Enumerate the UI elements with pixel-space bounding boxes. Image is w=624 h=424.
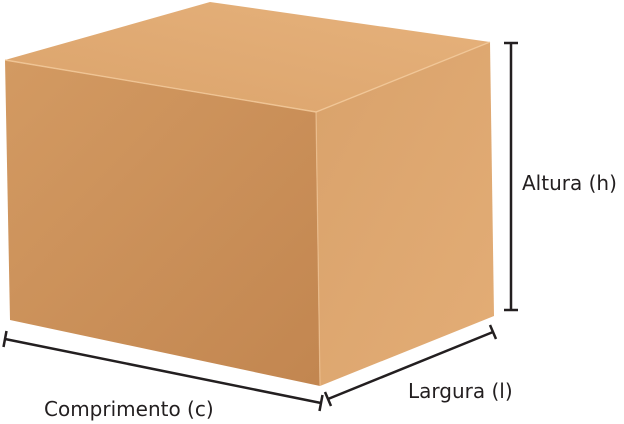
width-dimension-line bbox=[323, 324, 498, 407]
height-label: Altura (h) bbox=[522, 171, 617, 195]
box-vertical-edge-highlight bbox=[315, 111, 321, 387]
box-side-face bbox=[316, 42, 494, 386]
length-dimension-line bbox=[2, 330, 324, 412]
box-top-face bbox=[5, 2, 490, 112]
height-dimension-line bbox=[504, 41, 518, 312]
length-label: Comprimento (c) bbox=[44, 397, 214, 421]
box-front-face bbox=[5, 60, 320, 386]
width-label: Largura (l) bbox=[408, 379, 513, 403]
cardboard-box bbox=[4, 2, 494, 387]
